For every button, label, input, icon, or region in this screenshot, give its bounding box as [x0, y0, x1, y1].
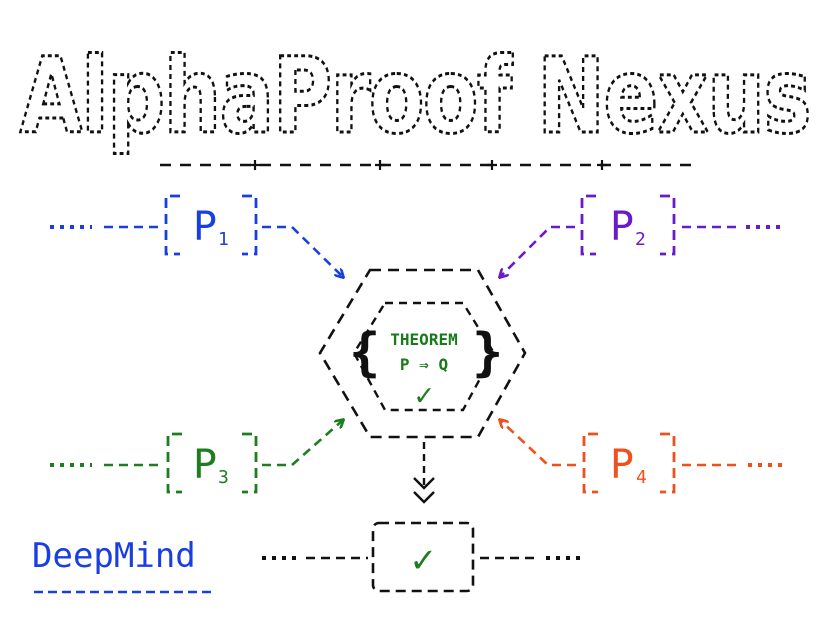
arrow-p2-to-theorem	[500, 225, 575, 277]
premise-p2: P 2	[500, 194, 784, 277]
premise-p1-subscript: 1	[218, 229, 229, 250]
theorem-brace-open: {	[349, 323, 380, 383]
theorem-node: { } THEOREM P ⇒ Q ✓	[318, 268, 527, 439]
theorem-statement: P ⇒ Q	[400, 355, 448, 374]
theorem-brace-close: }	[472, 323, 503, 383]
result-node: ✓	[262, 521, 584, 593]
premise-p3-letter: P	[193, 442, 217, 488]
down-arrow	[413, 442, 435, 504]
theorem-label: THEOREM	[390, 330, 457, 349]
premise-p2-letter: P	[610, 204, 634, 250]
premise-p3-subscript: 3	[218, 467, 229, 488]
premise-p1-letter: P	[193, 204, 217, 250]
theorem-check-icon: ✓	[415, 378, 433, 413]
title-rule	[160, 160, 700, 170]
premise-p4-letter: P	[610, 442, 634, 488]
premise-p2-subscript: 2	[635, 229, 646, 250]
premise-p4-subscript: 4	[636, 467, 647, 488]
theorem-inner-hexagon	[352, 301, 496, 412]
premise-p4: P 4	[500, 420, 786, 494]
premise-p1: P 1	[50, 194, 343, 277]
arrow-p3-to-theorem	[262, 420, 343, 467]
arrow-p1-to-theorem	[262, 225, 343, 277]
premise-p3: P 3	[50, 420, 343, 494]
result-check-icon: ✓	[412, 537, 435, 581]
theorem-outer-hexagon	[318, 268, 527, 439]
brand-label: DeepMind	[32, 536, 196, 576]
title: AlphaProof Nexus	[20, 35, 810, 157]
brand: DeepMind	[32, 536, 214, 594]
arrow-p4-to-theorem	[500, 420, 576, 467]
